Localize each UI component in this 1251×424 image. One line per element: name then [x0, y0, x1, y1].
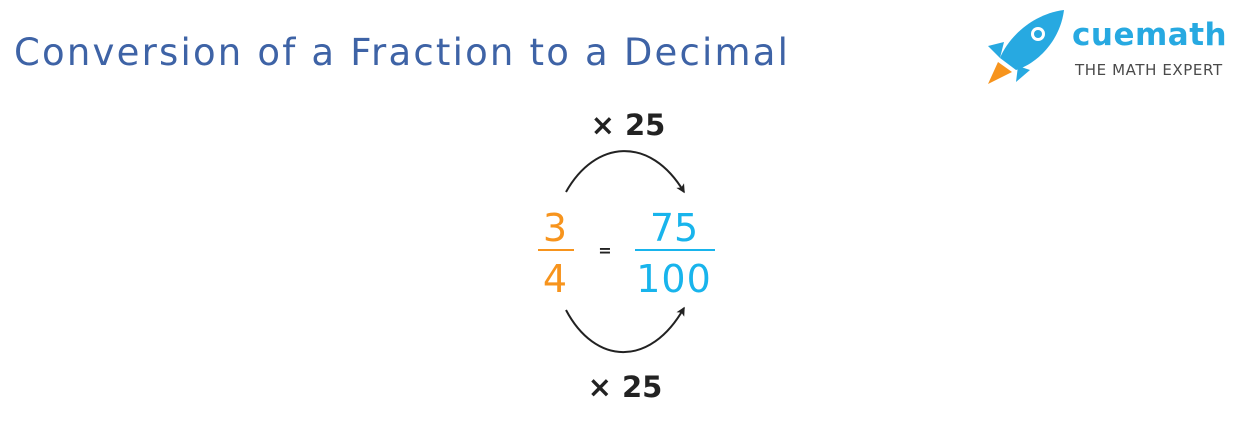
multiplier-top-label: × 25 — [591, 108, 666, 142]
cuemath-logo: cuemath THE MATH EXPERT — [984, 8, 1244, 88]
rocket-body — [1000, 10, 1064, 70]
rocket-fin-bottom — [1016, 66, 1030, 82]
page-title: Conversion of a Fraction to a Decimal — [14, 31, 791, 74]
rocket-flame — [988, 62, 1012, 84]
top-arrow — [565, 150, 685, 194]
equals-sign: = — [598, 241, 611, 260]
left-denominator: 4 — [543, 257, 567, 301]
rocket-fin-left — [988, 42, 1004, 58]
right-denominator: 100 — [636, 257, 712, 301]
bottom-arrow — [565, 306, 685, 354]
left-numerator: 3 — [543, 206, 567, 250]
right-numerator: 75 — [650, 206, 698, 250]
rocket-icon — [988, 10, 1064, 84]
multiplier-bottom-label: × 25 — [588, 370, 663, 404]
logo-wordmark: cuemath — [1072, 17, 1228, 53]
logo-tagline: THE MATH EXPERT — [1075, 61, 1223, 79]
